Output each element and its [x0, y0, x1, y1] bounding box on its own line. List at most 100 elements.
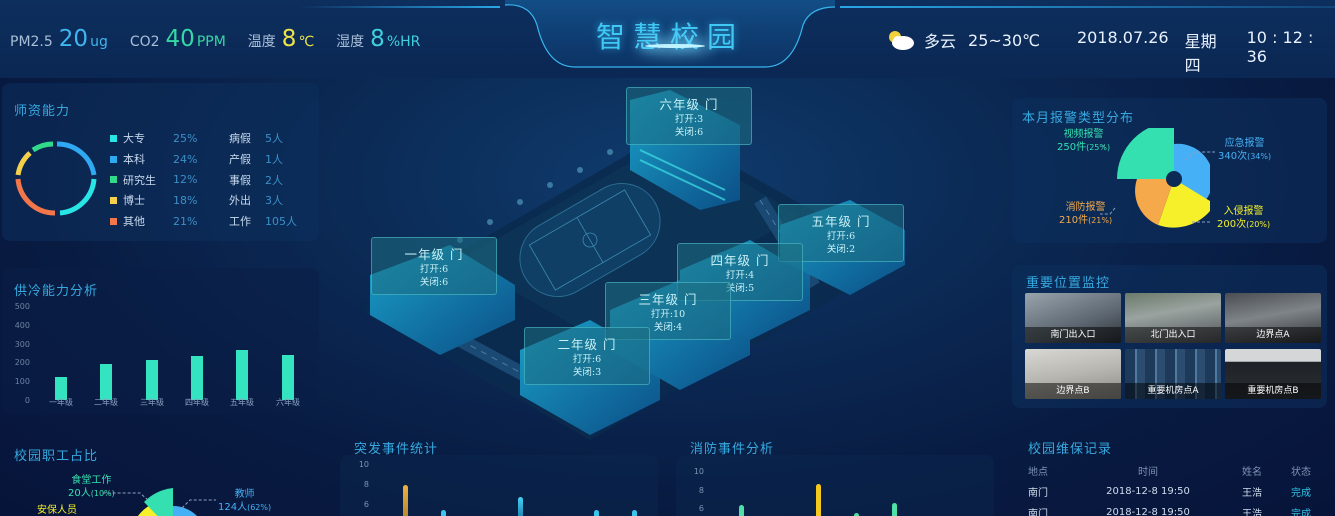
cell-time: 2018-12-8 19:50 — [1106, 486, 1190, 497]
gate-open-count: 打开:3 — [674, 114, 704, 125]
title-frame: 智慧校园 — [505, 0, 835, 70]
weather-widget: 多云 25~30℃ — [886, 28, 1040, 52]
label-value: 210件 — [1059, 215, 1089, 226]
label-name: 食堂工作 — [71, 475, 112, 486]
gate-card-grade-6[interactable]: 六年级 门 打开:3 关闭:6 — [626, 87, 752, 145]
y-tick: 100 — [14, 377, 30, 386]
fire-bar — [816, 484, 821, 516]
label-percent: (20%) — [1246, 220, 1271, 229]
camera-caption: 边界点B — [1025, 383, 1121, 399]
partly-cloudy-icon — [886, 29, 916, 51]
teacher-legend: 大专 25% 病假 5人 本科 24% 产假 1人 研究生 12% 事假 2人 … — [110, 128, 297, 231]
gate-card-grade-3[interactable]: 三年级 门 打开:10 关闭:4 — [605, 282, 731, 340]
legend-swatch — [110, 196, 117, 204]
y-tick: 500 — [14, 302, 30, 311]
y-tick: 6 — [698, 504, 704, 513]
column-header-status: 状态 — [1291, 467, 1311, 478]
event-bar — [632, 510, 637, 516]
staff-ratio-title: 校园职工占比 — [14, 449, 99, 464]
label-percent: (34%) — [1247, 152, 1272, 161]
cell-status: 完成 — [1291, 488, 1311, 499]
y-tick: 400 — [14, 321, 30, 330]
gate-name: 四年级 门 — [710, 253, 770, 268]
humidity-label: 湿度 — [336, 34, 365, 50]
camera-caption: 边界点A — [1225, 327, 1321, 343]
legend-row: 博士 18% 外出 3人 — [110, 190, 297, 211]
gate-closed-count: 关闭:6 — [419, 277, 449, 288]
legend-swatch — [110, 155, 117, 163]
campus-map[interactable]: 六年级 门 打开:3 关闭:6 一年级 门 打开:6 关闭:6 五年级 门 打开… — [340, 80, 920, 440]
bar-grade-2 — [100, 364, 112, 400]
cooling-capacity-panel — [2, 268, 319, 414]
table-row[interactable]: 南门 2018-12-8 19:50 王浩 完成 — [1028, 481, 1321, 502]
co2-unit: PPM — [196, 34, 226, 50]
humidity-unit: %HR — [386, 34, 421, 50]
staff-label-teacher: 教师 124人(62%) — [218, 488, 271, 514]
label-value: 250件 — [1057, 142, 1087, 153]
label-value: 124人 — [218, 502, 248, 513]
leave-count: 3人 — [265, 194, 283, 208]
gate-open-count: 打开:6 — [419, 264, 449, 275]
cell-name: 王浩 — [1242, 509, 1262, 516]
label-name: 应急报警 — [1224, 138, 1265, 149]
x-label: 五年级 — [230, 398, 254, 407]
environment-readings: PM2.5 20 ug CO2 40 PPM 温度 8 ℃ 湿度 8 %HR — [10, 26, 442, 52]
camera-feed-server-room-a[interactable]: 重要机房点A — [1125, 349, 1221, 399]
humidity-value: 8 — [370, 26, 385, 52]
co2-value: 40 — [165, 26, 195, 52]
leave-count: 1人 — [265, 153, 283, 167]
leave-type: 病假 — [229, 132, 251, 146]
weekday: 星期四 — [1184, 32, 1217, 75]
legend-name: 研究生 — [123, 173, 156, 187]
camera-feed-south-gate[interactable]: 南门出入口 — [1025, 293, 1121, 343]
leave-type: 工作 — [229, 215, 251, 229]
gate-name: 三年级 门 — [638, 292, 698, 307]
pm25-reading: PM2.5 20 ug — [10, 26, 108, 52]
alarm-label-fire: 消防报警 210件(21%) — [1059, 201, 1112, 227]
x-label: 一年级 — [49, 398, 73, 407]
fire-bar — [854, 513, 859, 516]
label-percent: (62%) — [247, 503, 272, 512]
leave-count: 105人 — [265, 215, 297, 229]
table-row[interactable]: 南门 2018-12-8 19:50 王浩 完成 — [1028, 502, 1321, 516]
column-header-name: 姓名 — [1242, 467, 1262, 478]
event-bar — [594, 510, 599, 516]
label-name: 消防报警 — [1065, 202, 1106, 213]
label-name: 入侵报警 — [1223, 206, 1264, 217]
pm25-unit: ug — [90, 34, 108, 50]
label-value: 20人 — [68, 488, 91, 499]
camera-caption: 北门出入口 — [1125, 327, 1221, 343]
gate-card-grade-2[interactable]: 二年级 门 打开:6 关闭:3 — [524, 327, 650, 385]
co2-label: CO2 — [129, 34, 160, 50]
event-bar — [518, 497, 523, 516]
y-tick: 0 — [24, 396, 30, 405]
temperature-label: 温度 — [247, 34, 276, 50]
cell-name: 王浩 — [1242, 488, 1262, 499]
leave-type: 事假 — [229, 173, 251, 187]
y-tick: 8 — [363, 480, 369, 489]
leave-type: 产假 — [229, 153, 251, 167]
cell-location: 南门 — [1028, 509, 1048, 516]
header-accent-line — [300, 6, 500, 8]
camera-caption: 南门出入口 — [1025, 327, 1121, 343]
camera-feed-server-room-b[interactable]: 重要机房点B — [1225, 349, 1321, 399]
fire-bar — [739, 505, 744, 516]
teacher-ring-chart — [15, 141, 97, 216]
camera-feed-boundary-b[interactable]: 边界点B — [1025, 349, 1121, 399]
staff-label-security: 安保人员 — [37, 504, 77, 516]
gate-card-grade-1[interactable]: 一年级 门 打开:6 关闭:6 — [371, 237, 497, 295]
pm25-label: PM2.5 — [10, 34, 53, 50]
cooling-capacity-title: 供冷能力分析 — [14, 284, 99, 299]
label-name: 教师 — [234, 489, 255, 500]
legend-percent: 24% — [173, 152, 198, 166]
y-tick: 8 — [698, 486, 704, 495]
staff-label-canteen: 食堂工作 20人(10%) — [68, 474, 115, 500]
datetime: 2018.07.26 星期四 10 : 12 : 36 — [1077, 28, 1335, 76]
legend-row: 本科 24% 产假 1人 — [110, 149, 297, 170]
camera-feed-north-gate[interactable]: 北门出入口 — [1125, 293, 1221, 343]
camera-feed-boundary-a[interactable]: 边界点A — [1225, 293, 1321, 343]
y-tick: 200 — [14, 358, 30, 367]
gate-closed-count: 关闭:3 — [572, 367, 602, 378]
y-tick: 6 — [363, 500, 369, 509]
teacher-capacity-title: 师资能力 — [14, 104, 71, 119]
